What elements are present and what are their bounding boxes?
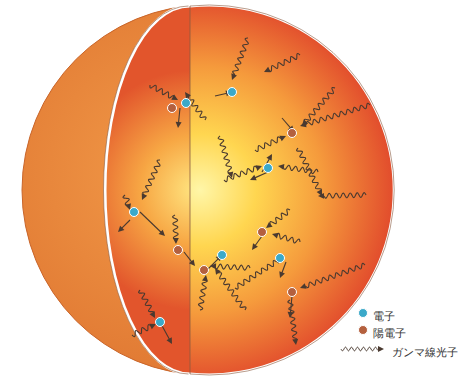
photon-arrowhead xyxy=(227,171,233,178)
photon-wave xyxy=(270,209,290,225)
photon-wave xyxy=(173,215,179,239)
photon-wave xyxy=(150,85,174,98)
photon-wave xyxy=(304,88,335,123)
photon-wave xyxy=(215,264,250,270)
legend-label: ガンマ線光子 xyxy=(392,346,458,359)
positron-dot xyxy=(258,228,267,237)
photon-wave xyxy=(341,347,379,351)
photon-arrowhead xyxy=(173,238,179,244)
photon-arrowhead xyxy=(149,324,156,329)
electron-dot xyxy=(264,164,273,173)
positron-dot xyxy=(288,288,297,297)
electron-dot xyxy=(276,254,285,263)
particle-track xyxy=(290,296,292,314)
photon-wave xyxy=(218,136,231,173)
photon-wave xyxy=(224,166,257,181)
photon-arrowhead xyxy=(318,193,324,199)
positron-dot xyxy=(288,129,297,138)
track-arrowhead xyxy=(118,226,124,232)
positron-dot xyxy=(200,266,209,275)
particle-track xyxy=(178,108,180,124)
photon-wave xyxy=(288,300,297,340)
photon-wave xyxy=(305,263,365,287)
particle-track xyxy=(140,212,162,233)
photon-arrowhead xyxy=(266,222,273,228)
positron-dot xyxy=(168,104,177,113)
track-arrowhead xyxy=(159,230,165,236)
particle-track xyxy=(184,252,193,263)
photon-arrowhead xyxy=(185,92,191,99)
legend-sample xyxy=(357,322,369,338)
track-arrowhead xyxy=(252,243,258,250)
photon-arrowhead xyxy=(292,339,298,345)
photon-arrowhead xyxy=(278,164,284,170)
electron-dot xyxy=(130,208,139,217)
photon-wave xyxy=(283,165,318,173)
cut-edge-line xyxy=(104,6,189,374)
photon-arrowhead xyxy=(231,73,237,80)
legend-label: 電子 xyxy=(373,310,395,323)
photon-wave xyxy=(123,195,129,205)
photon-wave xyxy=(198,280,207,310)
track-arrowhead xyxy=(266,154,272,161)
legend-swatch xyxy=(359,326,368,335)
legend-label: 陽電子 xyxy=(373,327,406,340)
track-arrowhead xyxy=(288,312,294,318)
photon-wave xyxy=(218,272,246,310)
photon-wave xyxy=(255,137,281,152)
electron-dot xyxy=(182,99,191,108)
photon-arrowhead xyxy=(300,283,307,289)
cut-face-right xyxy=(190,5,394,375)
photon-wave xyxy=(139,290,154,314)
photon-arrowhead xyxy=(202,275,208,281)
photon-wave xyxy=(277,233,300,243)
particle-track xyxy=(254,172,268,178)
legend-item: 電子 xyxy=(357,305,379,321)
track-arrowhead xyxy=(250,175,257,180)
track-arrowhead xyxy=(166,337,172,344)
photon-arrowhead xyxy=(142,193,147,200)
photon-wave xyxy=(305,103,370,125)
legend-sample xyxy=(340,341,386,357)
cut-seam xyxy=(190,6,191,374)
track-arrowhead xyxy=(176,122,182,128)
track-arrowhead xyxy=(279,271,285,278)
positron-dot xyxy=(174,246,183,255)
legend-item: 陽電子 xyxy=(357,322,390,338)
cut-edge xyxy=(190,5,394,375)
photon-arrowhead xyxy=(279,136,286,141)
cut-edge xyxy=(105,6,190,374)
legend-sample xyxy=(357,305,369,321)
photon-wave xyxy=(269,54,300,72)
electron-dot xyxy=(218,251,227,260)
cut-edge-line xyxy=(190,5,394,375)
electron-dot xyxy=(156,318,165,327)
photon-wave xyxy=(132,325,151,337)
cut-face-left xyxy=(105,6,190,374)
photon-wave xyxy=(233,38,249,75)
legend-swatch xyxy=(359,309,368,318)
photon-arrowhead xyxy=(272,233,279,239)
photon-arrowhead xyxy=(264,67,271,72)
particle-track xyxy=(215,93,228,96)
photon-wave xyxy=(188,96,206,120)
photon-arrowhead xyxy=(171,95,178,100)
photon-wave xyxy=(143,160,160,195)
legend-item: ガンマ線光子 xyxy=(340,341,406,357)
photon-arrowhead xyxy=(378,346,384,352)
photon-arrowhead xyxy=(150,311,155,318)
photon-arrowhead xyxy=(255,165,262,171)
electron-dot xyxy=(228,88,237,97)
photon-wave xyxy=(323,193,366,199)
track-arrowhead xyxy=(189,259,195,266)
photon-arrowhead xyxy=(302,120,308,126)
particle-track xyxy=(282,118,291,129)
